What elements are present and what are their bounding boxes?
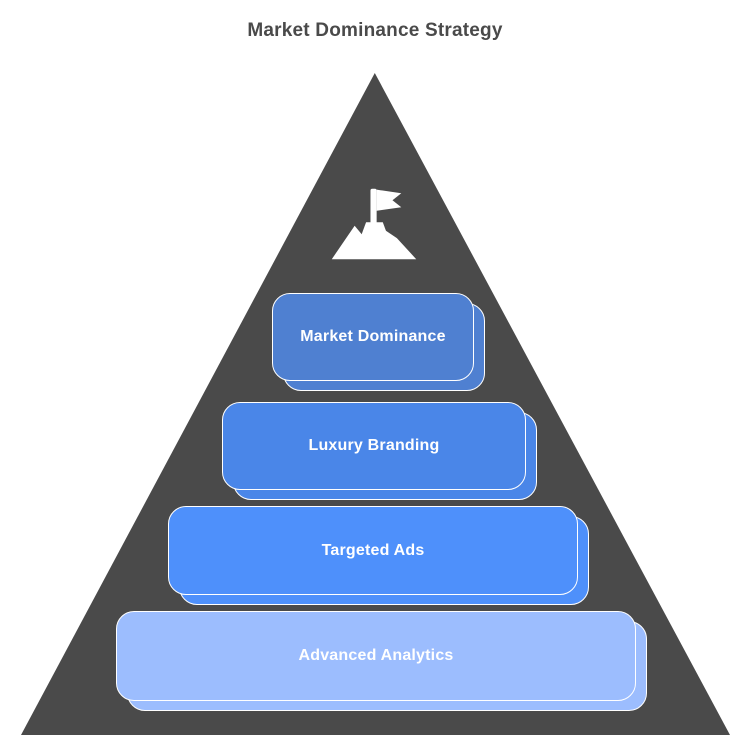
card: Luxury Branding: [222, 402, 526, 490]
card: Market Dominance: [272, 293, 474, 381]
pyramid-level-luxury-branding: Luxury Branding: [222, 402, 537, 500]
level-label: Targeted Ads: [321, 541, 425, 559]
level-label: Advanced Analytics: [298, 647, 454, 664]
card: Advanced Analytics: [116, 611, 636, 701]
pyramid-level-targeted-ads: Targeted Ads: [168, 506, 589, 605]
level-label: Market Dominance: [300, 328, 446, 345]
card: Targeted Ads: [168, 506, 578, 595]
pyramid-level-advanced-analytics: Advanced Analytics: [116, 611, 647, 711]
pyramid-level-market-dominance: Market Dominance: [272, 293, 485, 391]
diagram-title: Market Dominance Strategy: [247, 20, 503, 41]
summit-flag-icon: [331, 188, 417, 260]
level-label: Luxury Branding: [308, 437, 440, 454]
